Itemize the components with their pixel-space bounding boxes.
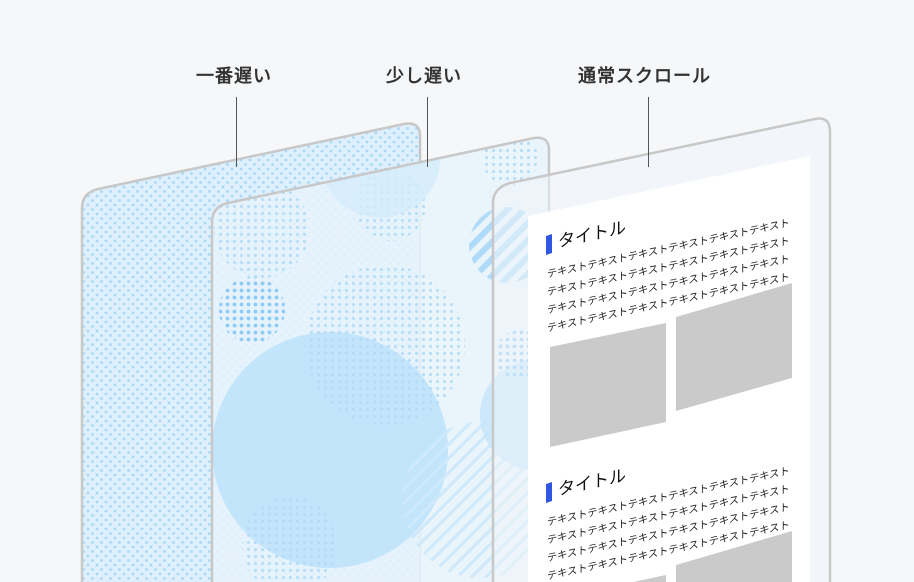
layer-slightly-slow [210,136,551,582]
image-placeholder [676,531,792,582]
layer-normal-scroll [491,117,832,582]
image-placeholder [676,283,792,411]
title-accent-bar [546,234,552,255]
content-sheet: タイトル テキストテキストテキストテキストテキストテキスト テキストテキストテキ… [547,217,790,582]
label-slowest: 一番遅い [196,66,272,87]
leader-line-normal-scroll [648,97,649,167]
image-placeholder [550,323,666,447]
leader-line-slowest [236,97,237,167]
title-accent-bar [546,482,552,503]
label-slightly-slow: 少し遅い [386,66,462,87]
leader-line-slightly-slow [427,97,428,167]
image-placeholder [550,575,666,582]
label-normal-scroll: 通常スクロール [578,66,711,87]
